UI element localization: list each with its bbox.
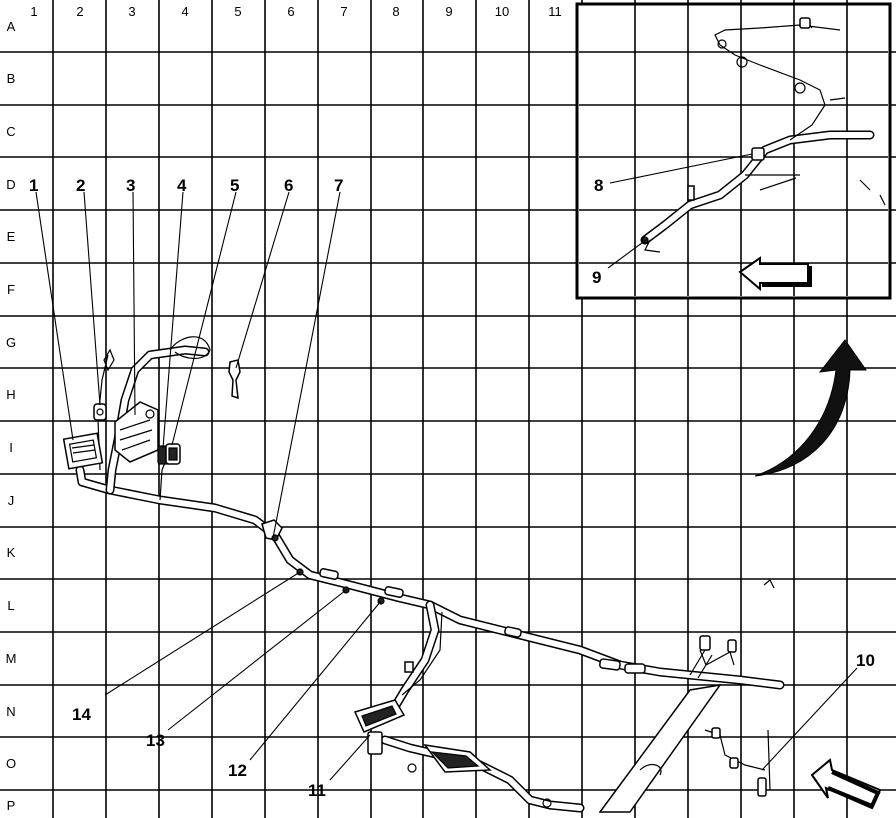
- leader-8: [609, 153, 753, 184]
- harness-clips: [319, 568, 646, 674]
- callout-10: 10: [856, 651, 875, 670]
- callout-3: 3: [126, 176, 135, 195]
- column-label: 5: [234, 4, 241, 19]
- column-label: 11: [548, 4, 562, 19]
- callout-leaders: [35, 191, 858, 781]
- row-label: F: [7, 282, 15, 297]
- callout-4: 4: [177, 176, 187, 195]
- callout-12: 12: [228, 761, 247, 780]
- row-label: M: [6, 651, 17, 666]
- row-label: P: [7, 798, 16, 813]
- row-label: B: [7, 71, 16, 86]
- row-label: C: [6, 124, 15, 139]
- callout-numbers: 1 2 3 4 5 6 7 10 11 12 13 14: [29, 176, 875, 800]
- row-label: E: [7, 229, 16, 244]
- callout-2: 2: [76, 176, 85, 195]
- callout-11: 11: [308, 781, 326, 800]
- leader-9: [607, 239, 647, 269]
- inset-grid: [579, 4, 888, 296]
- row-label: N: [6, 704, 15, 719]
- left-arrow-icon: [738, 256, 812, 292]
- row-label: L: [7, 598, 14, 613]
- callout-9: 9: [592, 268, 601, 287]
- row-labels: A B C D E F G H I J K L M N O P: [6, 19, 17, 813]
- small-fastener: [763, 579, 775, 589]
- module-1: [62, 432, 104, 470]
- row-label: K: [7, 545, 16, 560]
- column-label: 1: [30, 4, 37, 19]
- column-label: 9: [445, 4, 452, 19]
- column-label: 3: [128, 4, 135, 19]
- row-label: D: [6, 177, 15, 192]
- row-label: G: [6, 335, 16, 350]
- column-label: 10: [495, 4, 509, 19]
- column-label: 2: [76, 4, 83, 19]
- callout-5: 5: [230, 176, 239, 195]
- main-harness: [75, 336, 785, 813]
- clip-6: [228, 359, 241, 400]
- column-label: 8: [392, 4, 399, 19]
- module-11: [353, 661, 414, 755]
- callout-13: 13: [146, 731, 165, 750]
- callout-14: 14: [72, 705, 91, 724]
- callout-1: 1: [29, 176, 38, 195]
- connector-5: [165, 443, 181, 465]
- inset-detail: 8 9: [575, 2, 892, 300]
- column-label: 6: [287, 4, 294, 19]
- callout-8: 8: [594, 176, 603, 195]
- components: [62, 348, 775, 813]
- connector-10: [704, 727, 771, 797]
- row-label: O: [6, 756, 16, 771]
- row-label: J: [8, 493, 15, 508]
- row-label: A: [7, 19, 16, 34]
- row-label: H: [6, 387, 15, 402]
- curved-arrow-icon: [754, 339, 867, 477]
- column-label: 7: [340, 4, 347, 19]
- column-label: 4: [181, 4, 188, 19]
- tube-lower-right: [598, 635, 737, 813]
- callout-7: 7: [334, 176, 343, 195]
- row-label: I: [9, 440, 13, 455]
- inset-harness: [640, 17, 886, 253]
- module-lower: [407, 743, 552, 808]
- callout-6: 6: [284, 176, 293, 195]
- diagonal-arrow-icon: [810, 758, 882, 810]
